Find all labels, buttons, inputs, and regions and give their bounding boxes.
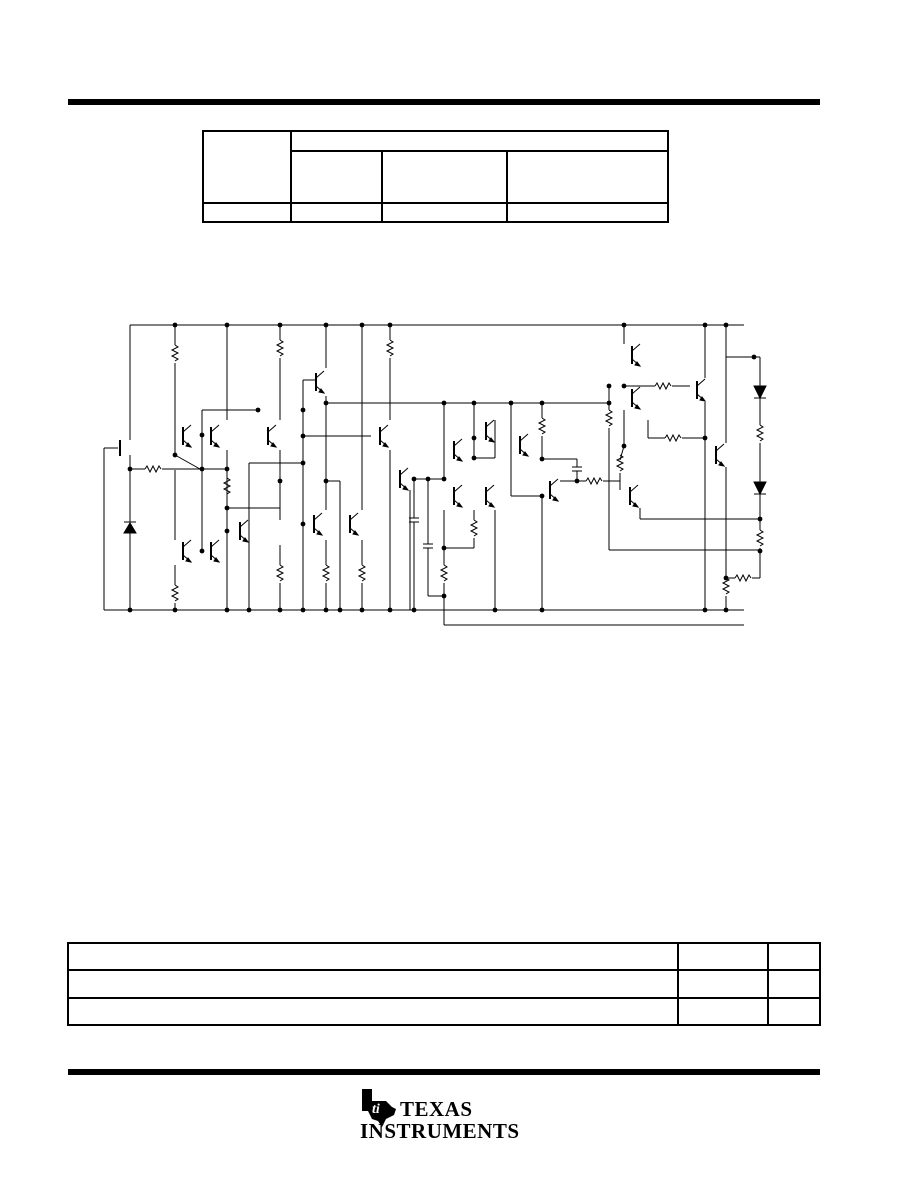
logo-line-instruments: INSTRUMENTS (360, 1119, 520, 1143)
table-cell (506, 201, 669, 224)
table-header-cell (381, 150, 508, 204)
table-cell (67, 969, 679, 999)
availability-table (202, 129, 669, 224)
svg-text:ti: ti (372, 1102, 380, 1117)
table-cell (767, 969, 821, 999)
table-cell (767, 996, 821, 1027)
ti-logo: ti TEXAS INSTRUMENTS (356, 1085, 519, 1143)
table-cell (67, 996, 679, 1027)
table-cell (381, 201, 508, 224)
table-header-cell (506, 150, 669, 204)
table-header-cell (202, 130, 292, 204)
logo-line-texas: TEXAS (400, 1097, 473, 1121)
table-cell (290, 201, 383, 224)
table-cell (67, 941, 679, 972)
footer-rule (68, 1069, 820, 1075)
ratings-table (67, 941, 821, 1027)
header-rule (68, 99, 820, 105)
table-cell (677, 969, 769, 999)
table-header-cell (290, 150, 383, 204)
table-header-cell (290, 129, 669, 153)
table-cell (677, 941, 769, 972)
texas-state-icon: ti (362, 1089, 396, 1127)
table-cell (767, 941, 821, 972)
table-cell (202, 201, 292, 224)
table-cell (677, 996, 769, 1027)
